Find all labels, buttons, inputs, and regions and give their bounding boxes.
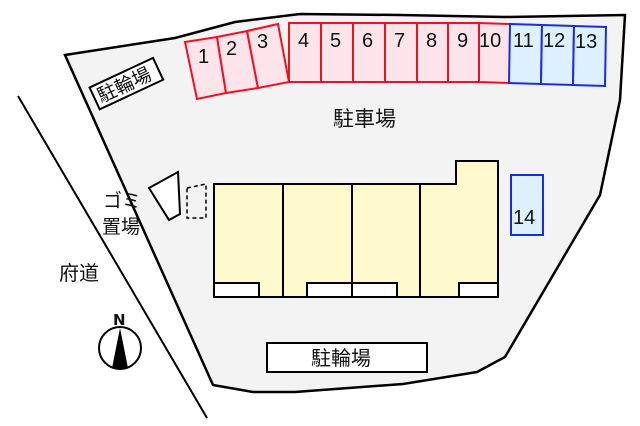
garbage-area — [147, 170, 207, 222]
building — [213, 160, 499, 298]
svg-text:1: 1 — [198, 46, 209, 68]
svg-text:13: 13 — [575, 31, 597, 53]
svg-text:駐輪場: 駐輪場 — [311, 346, 371, 370]
svg-text:11: 11 — [513, 30, 534, 52]
svg-text:3: 3 — [257, 31, 268, 53]
parking-space-5[interactable]: 5 — [320, 22, 354, 83]
road-edge-left — [17, 95, 208, 419]
north-arrow-icon: N — [98, 311, 142, 370]
svg-text:2: 2 — [226, 38, 237, 60]
svg-text:5: 5 — [330, 30, 341, 52]
svg-text:4: 4 — [298, 30, 309, 52]
svg-text:7: 7 — [394, 30, 405, 52]
parking-space-8[interactable]: 8 — [416, 22, 449, 83]
garbage-label-line1: ゴミ — [103, 190, 141, 212]
parking-space-6[interactable]: 6 — [352, 22, 386, 83]
parking-space-13[interactable]: 13 — [571, 24, 608, 88]
svg-text:12: 12 — [543, 30, 565, 52]
svg-text:14: 14 — [513, 207, 535, 229]
svg-text:6: 6 — [362, 30, 373, 52]
garbage-label-line2: 置場 — [102, 216, 140, 238]
parking-space-10[interactable]: 10 — [478, 21, 511, 85]
parking-space-4[interactable]: 4 — [288, 22, 322, 83]
svg-text:9: 9 — [457, 30, 468, 52]
svg-text:8: 8 — [426, 30, 437, 52]
bicycle-parking-bottom: 駐輪場 — [266, 342, 428, 373]
parking-space-9[interactable]: 9 — [447, 22, 480, 83]
parking-space-12[interactable]: 12 — [539, 23, 576, 87]
parking-space-14[interactable]: 14 — [510, 174, 544, 236]
parking-lot-label: 駐車場 — [333, 107, 396, 131]
svg-text:10: 10 — [479, 30, 501, 52]
parking-space-11[interactable]: 11 — [507, 22, 544, 86]
road-label: 府道 — [59, 261, 99, 285]
parking-space-7[interactable]: 7 — [384, 22, 418, 83]
svg-text:N: N — [113, 311, 126, 329]
